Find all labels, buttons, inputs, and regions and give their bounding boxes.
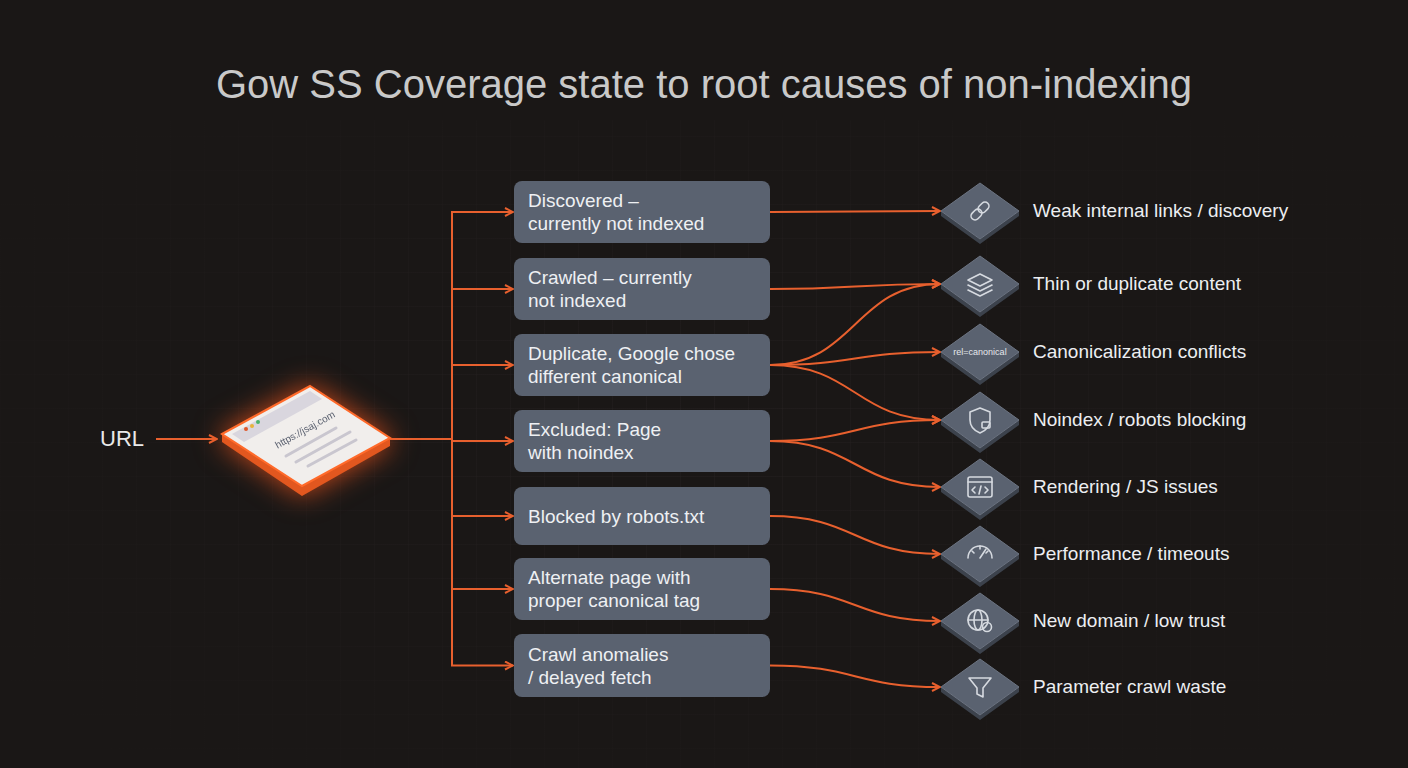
connector-arrow bbox=[390, 365, 513, 439]
status-box: Crawled – currently not indexed bbox=[514, 258, 770, 320]
connector-arrow bbox=[390, 289, 513, 439]
cause-diamond: Performance / timeouts bbox=[941, 526, 1341, 582]
connector-arrow bbox=[770, 516, 940, 554]
status-text: Alternate page with proper canonical tag bbox=[528, 566, 756, 612]
status-box: Blocked by robots.txt bbox=[514, 487, 770, 545]
connector-arrow bbox=[770, 211, 940, 212]
cause-diamond: rel=canonicalCanonicalization conflicts bbox=[941, 324, 1341, 380]
cause-label: Noindex / robots blocking bbox=[1033, 392, 1246, 448]
cause-label: Weak internal links / discovery bbox=[1033, 183, 1288, 239]
layers-icon bbox=[968, 274, 992, 296]
browser-shape bbox=[216, 380, 394, 498]
diamond-shape bbox=[941, 659, 1019, 721]
status-box: Discovered – currently not indexed bbox=[514, 181, 770, 243]
status-text: Blocked by robots.txt bbox=[528, 505, 704, 528]
status-box: Duplicate, Google chose different canoni… bbox=[514, 334, 770, 396]
diagram-title: Gow SS Coverage state to root causes of … bbox=[0, 62, 1408, 107]
cause-diamond: Rendering / JS issues bbox=[941, 459, 1341, 515]
connector-arrow bbox=[770, 365, 940, 420]
cause-diamond: New domain / low trust bbox=[941, 593, 1341, 649]
shield-icon bbox=[970, 408, 990, 433]
tile-toolbar bbox=[232, 391, 322, 442]
cause-label: Thin or duplicate content bbox=[1033, 256, 1241, 312]
diamond-face bbox=[941, 392, 1019, 448]
window-dot bbox=[256, 420, 260, 424]
cause-label: New domain / low trust bbox=[1033, 593, 1225, 649]
cause-diamond: Thin or duplicate content bbox=[941, 256, 1341, 312]
diamond-shape bbox=[941, 459, 1019, 521]
cause-label: Performance / timeouts bbox=[1033, 526, 1229, 582]
input-label: URL bbox=[100, 422, 150, 456]
diamond-face bbox=[941, 256, 1019, 312]
content-line bbox=[308, 440, 356, 466]
diamond-face bbox=[941, 659, 1019, 715]
diamond-shape bbox=[941, 526, 1019, 588]
status-box: Excluded: Page with noindex bbox=[514, 410, 770, 472]
diamond-face bbox=[941, 459, 1019, 515]
cause-label: Canonicalization conflicts bbox=[1033, 324, 1246, 380]
cause-diamond: Weak internal links / discovery bbox=[941, 183, 1341, 239]
connector-arrow bbox=[770, 589, 940, 621]
status-text: Crawl anomalies / delayed fetch bbox=[528, 643, 756, 689]
status-box: Crawl anomalies / delayed fetch bbox=[514, 634, 770, 697]
connector-arrow bbox=[770, 666, 940, 688]
cause-label: Rendering / JS issues bbox=[1033, 459, 1218, 515]
link-icon bbox=[969, 200, 990, 221]
connector-arrow bbox=[390, 212, 513, 439]
status-text: Discovered – currently not indexed bbox=[528, 189, 756, 235]
diamond-face bbox=[941, 324, 1019, 380]
diamond-shape bbox=[941, 593, 1019, 655]
diamond-face bbox=[941, 526, 1019, 582]
globe-icon bbox=[968, 610, 992, 632]
connector-arrow bbox=[390, 439, 513, 666]
diamond-face bbox=[941, 183, 1019, 239]
diamond-shape bbox=[941, 183, 1019, 245]
cause-diamond: Parameter crawl waste bbox=[941, 659, 1341, 715]
status-box: Alternate page with proper canonical tag bbox=[514, 558, 770, 620]
connector-arrow bbox=[156, 438, 217, 440]
input-text: URL bbox=[100, 422, 150, 456]
browser-tile: https://jsaj.com bbox=[216, 380, 394, 498]
status-text: Crawled – currently not indexed bbox=[528, 266, 756, 312]
gauge-icon bbox=[968, 546, 992, 558]
cause-diamond: Noindex / robots blocking bbox=[941, 392, 1341, 448]
diamond-text: rel=canonical bbox=[941, 324, 1019, 380]
diamond-face bbox=[941, 593, 1019, 649]
diamond-shape bbox=[941, 392, 1019, 454]
connector-arrow bbox=[770, 420, 940, 441]
connector-arrow bbox=[770, 284, 940, 365]
connector-arrow bbox=[770, 352, 940, 365]
status-text: Excluded: Page with noindex bbox=[528, 418, 756, 464]
code-window-icon bbox=[968, 477, 992, 497]
funnel-icon bbox=[969, 678, 991, 697]
tile-face bbox=[222, 386, 390, 486]
window-dot bbox=[244, 427, 248, 431]
connector-arrow bbox=[770, 441, 940, 487]
cause-label: Parameter crawl waste bbox=[1033, 659, 1226, 715]
status-text: Duplicate, Google chose different canoni… bbox=[528, 342, 756, 388]
diamond-shape bbox=[941, 256, 1019, 318]
window-dot bbox=[250, 424, 254, 428]
